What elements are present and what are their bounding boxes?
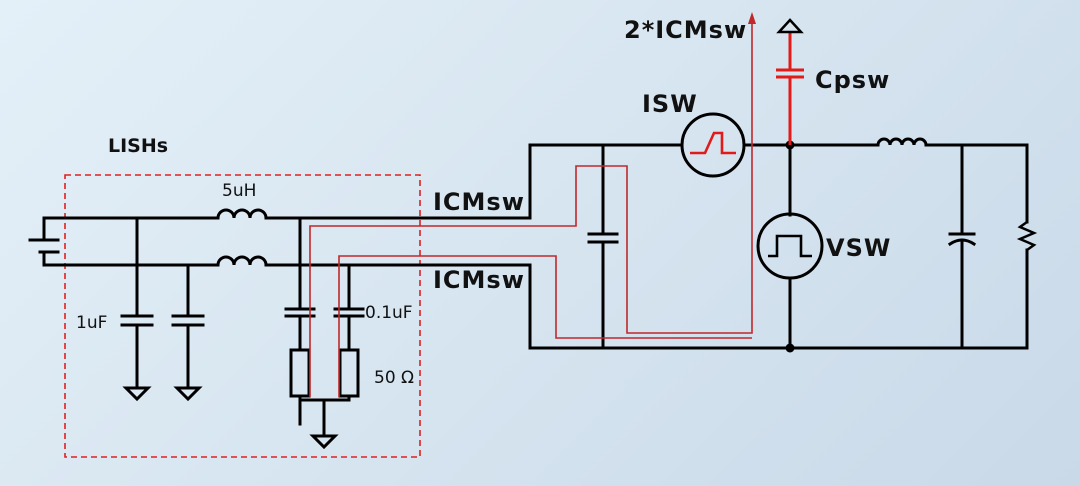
icm-bottom-label: ICMsw: [433, 266, 525, 294]
inductor-label: 5uH: [222, 181, 256, 201]
lisn-ground: [298, 398, 351, 450]
lisn-box: [64, 174, 421, 458]
inductor-bottom: [216, 255, 268, 267]
vsw-label: VSW: [826, 234, 891, 262]
cm-current-path: [309, 12, 756, 397]
isw-label: ISW: [642, 90, 698, 118]
isw-source: [680, 112, 746, 178]
lishs-label: LISHs: [108, 135, 168, 157]
cap-01uf-label: 0.1uF: [365, 303, 413, 323]
resistor-label: 50 Ω: [374, 368, 414, 388]
icm-top-label: ICMsw: [433, 188, 525, 216]
cap-1uf-right: [171, 263, 205, 402]
output-cap: [947, 143, 977, 350]
battery-source: [28, 216, 60, 267]
load-resistor: [1016, 143, 1038, 350]
lisn-rails: [42, 143, 1029, 350]
inductor-top: [216, 208, 268, 220]
cpsw-label: Cpsw: [815, 66, 890, 94]
cpsw-cap: [776, 18, 804, 145]
output-inductor: [876, 137, 1029, 147]
vsw-source: [756, 140, 824, 353]
cap-01uf-left: [284, 216, 316, 426]
cap-1uf-label: 1uF: [76, 313, 107, 333]
cap-1uf-left: [120, 216, 154, 402]
input-cap: [587, 143, 619, 350]
icm-total-label: 2*ICMsw: [624, 16, 747, 44]
